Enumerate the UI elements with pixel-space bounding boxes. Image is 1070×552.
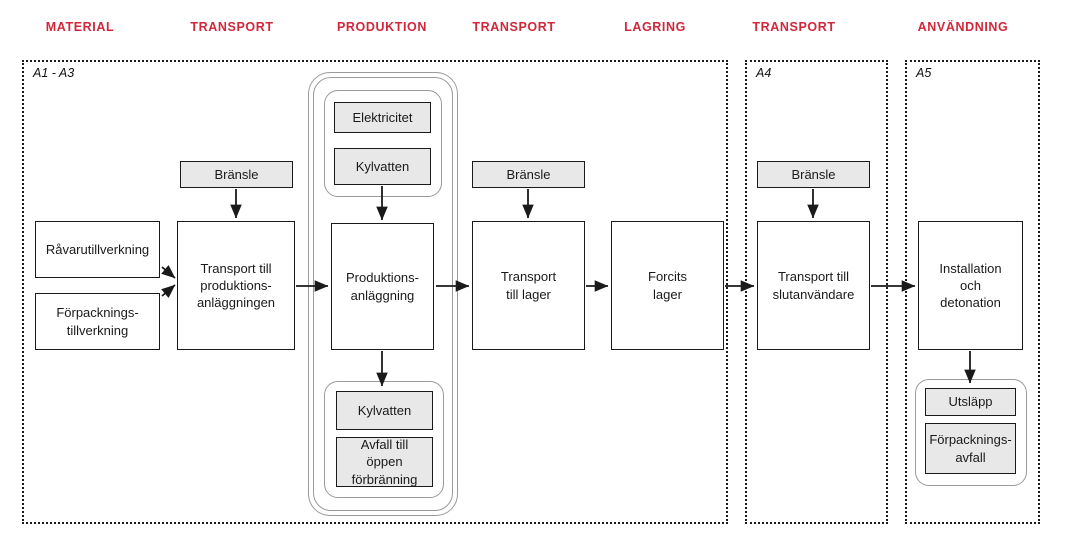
node-transport2[interactable]: Transport till lager xyxy=(472,221,585,350)
node-label: Utsläpp xyxy=(948,394,993,410)
node-produktion[interactable]: Produktions- anläggning xyxy=(331,223,434,350)
module-tag: A5 xyxy=(916,66,932,80)
node-label: Forcits lager xyxy=(648,269,687,302)
stage-label-produktion-2: PRODUKTION xyxy=(336,20,428,34)
node-label: Produktions- anläggning xyxy=(346,270,419,303)
node-utslapp[interactable]: Utsläpp xyxy=(925,388,1016,416)
node-label: Transport till slutanvändare xyxy=(772,269,855,302)
node-kylvatten_out[interactable]: Kylvatten xyxy=(336,391,433,430)
stage-label-lagring-4: LAGRING xyxy=(624,20,686,34)
node-forpackning[interactable]: Förpacknings- tillverkning xyxy=(35,293,160,350)
node-label: Förpacknings- avfall xyxy=(929,432,1012,465)
stage-label-transport-3: TRANSPORT xyxy=(472,20,556,34)
node-label: Avfall till öppen förbränning xyxy=(351,437,418,487)
node-bransle2[interactable]: Bränsle xyxy=(472,161,585,188)
node-kylvatten_in[interactable]: Kylvatten xyxy=(334,148,431,185)
node-forcits[interactable]: Forcits lager xyxy=(611,221,724,350)
node-label: Bränsle xyxy=(214,166,259,182)
node-label: Bränsle xyxy=(791,166,836,182)
stage-label-transport-1: TRANSPORT xyxy=(190,20,274,34)
module-region-a1a3: A1 - A3 xyxy=(22,60,728,524)
node-label: Installation och detonation xyxy=(939,260,1002,311)
node-transport1[interactable]: Transport till produktions- anläggningen xyxy=(177,221,295,350)
node-avfall[interactable]: Avfall till öppen förbränning xyxy=(336,437,433,487)
node-label: Kylvatten xyxy=(355,158,410,174)
stage-label-material-0: MATERIAL xyxy=(45,20,115,34)
node-label: Transport till lager xyxy=(500,269,557,302)
node-label: Transport till produktions- anläggningen xyxy=(196,260,276,311)
node-label: Förpacknings- tillverkning xyxy=(56,305,139,338)
node-forpack_avfall[interactable]: Förpacknings- avfall xyxy=(925,423,1016,474)
module-region-a5: A5 xyxy=(905,60,1040,524)
stage-label-användning-6: ANVÄNDNING xyxy=(917,20,1009,34)
stage-label-transport-5: TRANSPORT xyxy=(752,20,836,34)
node-installation[interactable]: Installation och detonation xyxy=(918,221,1023,350)
module-tag: A1 - A3 xyxy=(33,66,75,80)
node-bransle3[interactable]: Bränsle xyxy=(757,161,870,188)
node-label: Elektricitet xyxy=(352,109,413,125)
node-label: Bränsle xyxy=(506,166,551,182)
module-tag: A4 xyxy=(756,66,772,80)
node-label: Råvarutillverkning xyxy=(45,241,150,257)
node-elektricitet[interactable]: Elektricitet xyxy=(334,102,431,133)
node-transport3[interactable]: Transport till slutanvändare xyxy=(757,221,870,350)
node-bransle1[interactable]: Bränsle xyxy=(180,161,293,188)
node-label: Kylvatten xyxy=(357,402,412,418)
node-ravaru[interactable]: Råvarutillverkning xyxy=(35,221,160,278)
module-region-a4: A4 xyxy=(745,60,888,524)
